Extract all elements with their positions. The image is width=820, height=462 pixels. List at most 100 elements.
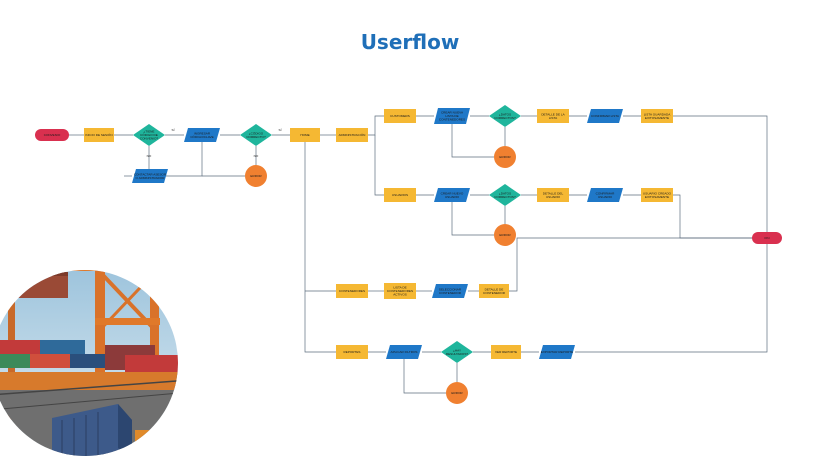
- node-exportreport: EXPORTAR REPORTE: [539, 345, 575, 359]
- node-shape: [441, 341, 473, 363]
- node-shape: [245, 165, 267, 187]
- node-label: CONTENEDORES: [339, 289, 365, 293]
- node-label: HOME: [300, 133, 309, 137]
- node-shape: [240, 124, 272, 146]
- node-label: INICIO DE SESIÓN: [85, 132, 112, 137]
- node-shape: [641, 188, 673, 202]
- node-admin: ADMINISTRACIÓN: [336, 128, 368, 142]
- node-shape: [446, 382, 468, 404]
- node-shape: [752, 232, 782, 244]
- node-label: ERROR: [451, 391, 463, 395]
- edge-label-yes1: SÍ: [172, 128, 175, 132]
- node-home: HOME: [290, 128, 320, 142]
- node-reports: REPORTES: [336, 345, 368, 359]
- connector-lines: [69, 115, 768, 394]
- node-shape: [489, 184, 521, 206]
- node-containers: CONTENEDORES: [336, 284, 368, 298]
- node-shape: [491, 345, 521, 359]
- node-label: CONFIRMAR LISTA: [591, 114, 620, 118]
- node-shape: [587, 109, 623, 123]
- node-shape: [290, 128, 320, 142]
- connector-line: [304, 142, 336, 353]
- node-shape: [132, 169, 168, 183]
- node-label: CUSTOMERS: [390, 114, 410, 118]
- connector-line: [509, 237, 752, 292]
- node-shape: [641, 109, 673, 123]
- node-shape: [494, 224, 516, 246]
- node-end: FIN: [752, 232, 782, 244]
- connector-line: [673, 115, 768, 232]
- edge-label-no1: NO: [147, 154, 152, 158]
- node-label: VER REPORTE: [495, 350, 517, 354]
- node-showreport: VER REPORTE: [491, 345, 521, 359]
- node-customers: CUSTOMERS: [384, 109, 416, 123]
- connector-line: [451, 124, 494, 158]
- node-err3: ERROR: [494, 224, 516, 246]
- node-users: USUARIOS: [384, 188, 416, 202]
- node-shape: [336, 128, 368, 142]
- node-shape: [434, 108, 470, 124]
- connector-line: [575, 244, 768, 353]
- node-shape: [35, 129, 69, 141]
- node-shape: [489, 105, 521, 127]
- node-label: APLICAR FILTROS: [391, 350, 418, 354]
- node-shape: [184, 128, 220, 142]
- node-err4: ERROR: [446, 382, 468, 404]
- node-shape: [336, 345, 368, 359]
- node-shape: [384, 188, 416, 202]
- node-label: USUARIOS: [392, 193, 408, 197]
- connector-line: [368, 115, 384, 136]
- node-login: INICIO DE SESIÓN: [84, 128, 114, 142]
- node-shape: [386, 345, 422, 359]
- connector-line: [374, 135, 384, 196]
- node-label: FIN: [765, 236, 770, 240]
- node-shape: [479, 284, 509, 298]
- node-shape: [539, 345, 575, 359]
- node-err2: ERROR: [494, 146, 516, 168]
- node-shape: [336, 284, 368, 298]
- edge-label-no2: NO: [254, 154, 259, 158]
- node-label: ERROR: [499, 233, 511, 237]
- node-shape: [537, 188, 569, 202]
- node-label: REPORTES: [344, 350, 361, 354]
- node-label: ERROR: [499, 155, 511, 159]
- connector-line: [403, 359, 446, 394]
- node-shape: [434, 188, 470, 202]
- connector-line: [451, 202, 494, 236]
- node-shape: [537, 109, 569, 123]
- node-label: EXPORTAR REPORTE: [541, 350, 574, 354]
- page-title: Userflow: [360, 30, 460, 54]
